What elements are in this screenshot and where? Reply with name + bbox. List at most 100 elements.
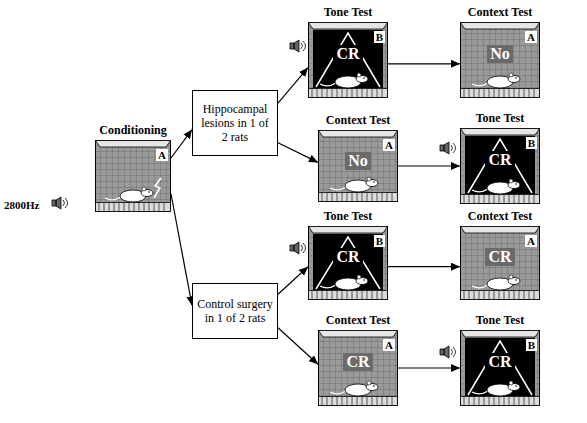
chamber-wall (319, 131, 398, 202)
rat-eye (515, 183, 517, 185)
sound-waves (451, 143, 456, 153)
chamber-top (319, 331, 398, 338)
grid-floor (319, 397, 398, 406)
chamber-wall (309, 227, 388, 300)
context-letter: A (383, 339, 395, 351)
connector-arrow (171, 194, 192, 305)
rat-tail (472, 285, 488, 288)
shock-symbol (154, 178, 161, 198)
test-chamber: Context TestNoA (318, 130, 398, 202)
response-text: CR (485, 353, 514, 371)
grid-floor (309, 89, 388, 98)
process-box: Control surgery in 1 of 2 rats (192, 283, 278, 339)
test-chamber: Context TestCRA (318, 330, 398, 406)
floor-bars (312, 291, 382, 299)
connector-arrow (388, 63, 460, 64)
rat-eye (515, 77, 517, 79)
floor-bars (99, 203, 164, 211)
tone-triangle (316, 237, 380, 289)
chamber-top (309, 23, 388, 30)
context-letter: B (374, 235, 385, 247)
response-holder: CR (460, 248, 540, 266)
rat-ear (509, 381, 513, 385)
rat-ear (367, 381, 371, 385)
grid-floor (319, 193, 398, 202)
floor-bars (464, 195, 534, 203)
speaker-symbol (440, 346, 456, 358)
tone-triangle (468, 341, 532, 395)
speaker-symbol (52, 197, 68, 209)
rat-eye (363, 279, 365, 281)
response-holder: CR (460, 151, 540, 169)
response-text: CR (333, 248, 362, 266)
rat-tail (330, 391, 346, 394)
connector-arrow (278, 68, 308, 104)
response-text: CR (333, 45, 362, 63)
floor-bars (322, 193, 392, 201)
test-chamber: Context TestNoA (460, 22, 540, 98)
chamber-wall (461, 331, 540, 406)
test-chamber: Tone TestCRB (308, 226, 388, 300)
tone-interior (313, 30, 383, 88)
chamber-title: Context Test (326, 113, 390, 127)
grid-floor (461, 89, 540, 98)
sound-waves (301, 243, 306, 253)
response-text: No (487, 45, 513, 63)
chamber-title: Conditioning (99, 123, 166, 137)
floor-bars (464, 291, 534, 299)
response-text: No (345, 152, 371, 170)
speaker-symbol (290, 40, 306, 52)
response-holder: No (318, 152, 398, 170)
chamber-title: Tone Test (476, 313, 525, 327)
frequency-label: 2800Hz (4, 199, 39, 212)
chamber-top (461, 331, 540, 338)
rat-tail (320, 83, 336, 86)
connector-arrow (398, 367, 460, 368)
rat-ear (509, 275, 513, 279)
grid-floor (309, 291, 388, 300)
rat-eye (373, 385, 375, 387)
sound-waves (63, 198, 68, 208)
response-text: CR (485, 151, 514, 169)
rat-ear (509, 179, 513, 183)
response-text: CR (343, 353, 372, 371)
chamber-wall (461, 129, 540, 204)
rat-ear (357, 275, 361, 279)
chamber-title: Tone Test (476, 111, 525, 125)
grid-floor (461, 397, 540, 406)
grid-floor (461, 195, 540, 204)
chamber-title: Tone Test (324, 209, 373, 223)
rat-eye (373, 181, 375, 183)
response-holder: CR (308, 45, 388, 63)
floor-bars (464, 397, 534, 405)
context-letter: A (525, 31, 537, 43)
rat-ear (509, 73, 513, 77)
context-letter: A (525, 235, 537, 247)
test-chamber: Tone TestCRB (308, 22, 388, 98)
response-text: CR (485, 248, 514, 266)
tone-interior (465, 136, 535, 194)
connector-arrow (171, 130, 192, 158)
chamber-top (461, 23, 540, 30)
response-holder: CR (460, 353, 540, 371)
chamber-top (461, 129, 540, 136)
context-letter: A (383, 139, 395, 151)
test-chamber: ConditioningA (95, 140, 171, 212)
tone-interior (465, 338, 535, 396)
speaker-symbol (440, 142, 456, 154)
rat-eye (515, 385, 517, 387)
speaker-body (440, 346, 449, 358)
test-chamber: Context TestCRA (460, 226, 540, 300)
sound-waves (451, 347, 456, 357)
context-letter: B (526, 339, 537, 351)
test-chamber: Tone TestCRB (460, 330, 540, 406)
speaker-symbol (290, 242, 306, 254)
floor-bars (322, 397, 392, 405)
rat-tail (472, 391, 488, 394)
response-holder: No (460, 45, 540, 63)
sound-waves (301, 41, 306, 51)
speaker-body (440, 142, 449, 154)
connector-arrow (398, 165, 460, 166)
chamber-title: Context Test (326, 313, 390, 327)
